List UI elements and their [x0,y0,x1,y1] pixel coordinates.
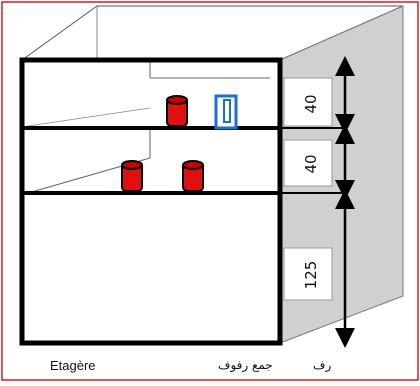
dim-label-bottom: 125 [302,261,320,290]
caption-arabic-singular: رف [313,358,332,372]
shelf-frame [19,57,283,346]
inner-diagonal-line-2 [27,107,151,127]
dim-box-middle [283,139,333,187]
caption-arabic-plural: جمع رفوف [218,358,273,372]
dim-box-bottom [283,247,333,301]
red-cylinder-item [166,95,188,127]
dim-label-top: 40 [302,94,320,113]
red-cylinder-item [182,160,204,192]
dim-box-top [283,77,333,127]
red-cylinder-item [121,160,143,192]
page-border [1,1,419,381]
caption-etagere: Etagère [50,358,96,373]
blue-box-item [214,94,238,130]
dim-label-middle: 40 [302,154,320,173]
